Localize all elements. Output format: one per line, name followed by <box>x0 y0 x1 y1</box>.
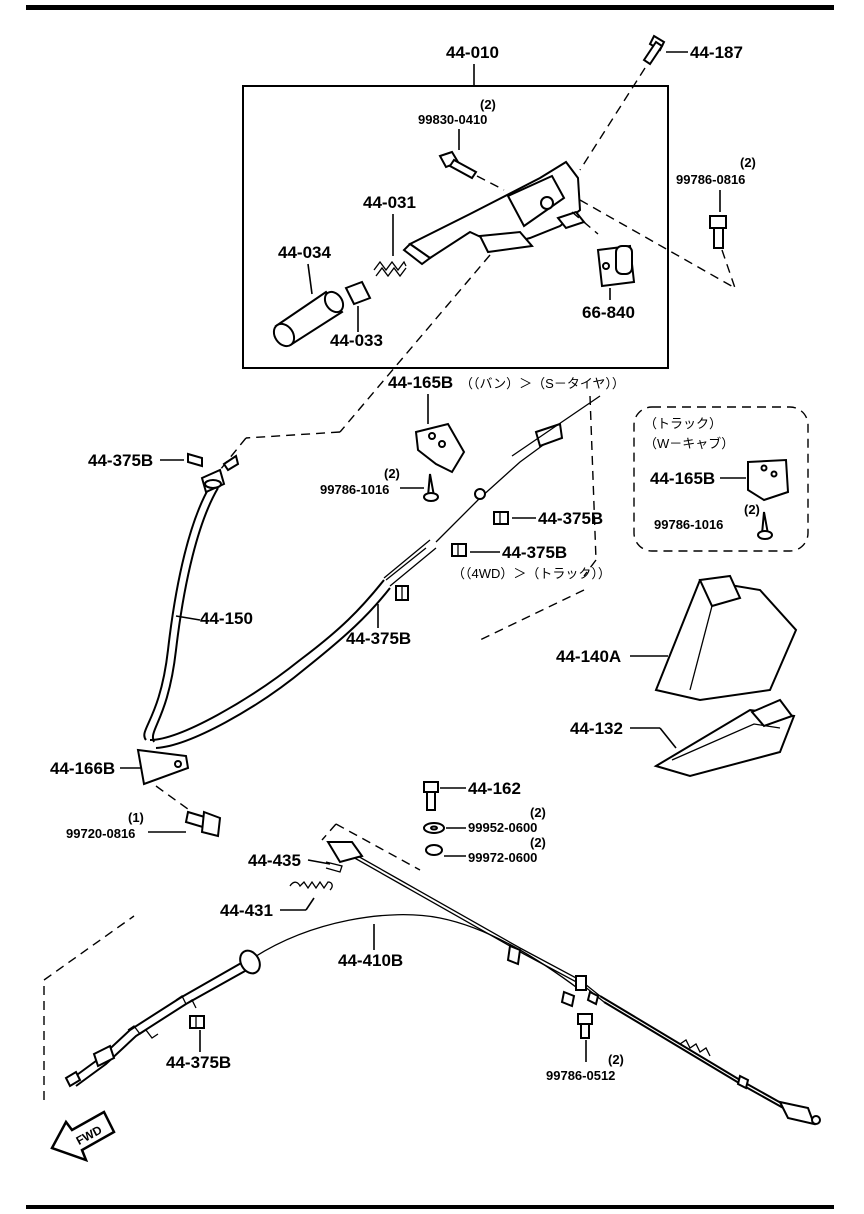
qty-99720-0816: (1) <box>128 810 144 825</box>
qty-truck-99786-1016: (2) <box>744 502 760 517</box>
label-44-187: 44-187 <box>690 43 743 62</box>
bracket-44-166b <box>136 748 190 786</box>
label-44-435: 44-435 <box>248 851 301 870</box>
bolt-44-187 <box>642 34 666 66</box>
label-44-140a: 44-140A <box>556 647 621 666</box>
screw-99830-0410 <box>438 150 478 180</box>
label-44-410b: 44-410B <box>338 951 403 970</box>
qty-99830-0410: (2) <box>480 97 496 112</box>
button-44-033 <box>344 280 372 306</box>
cover-44-132 <box>653 698 796 778</box>
label-99786-0816: 99786-0816 <box>676 172 745 187</box>
truck-bracket-44-165b <box>747 458 790 502</box>
label-44-375b-bottom: 44-375B <box>166 1053 231 1072</box>
lever-assembly-box <box>242 85 669 369</box>
label-44-375b-b: 44-375B <box>502 543 567 562</box>
label-44-375b-a: 44-375B <box>538 509 603 528</box>
note-44-165b: （（バン）＞（S－タイヤ）） <box>460 376 625 391</box>
label-66-840: 66-840 <box>582 303 635 322</box>
clip-44-375b-b <box>451 543 467 557</box>
label-44-165b: 44-165B <box>388 373 453 392</box>
label-44-431: 44-431 <box>220 901 273 920</box>
screw-99786-1016 <box>423 473 439 502</box>
truck-note-2: （W－キャブ） <box>644 436 734 451</box>
label-99972-0600: 99972-0600 <box>468 850 537 865</box>
label-44-166b: 44-166B <box>50 759 115 778</box>
bolt-99720-0816 <box>184 810 222 838</box>
label-99786-0512: 99786-0512 <box>546 1068 615 1083</box>
label-44-033: 44-033 <box>330 331 383 350</box>
bottom-border <box>26 1205 834 1209</box>
washer-99972-0600 <box>425 844 443 856</box>
qty-99786-1016: (2) <box>384 466 400 481</box>
pin-44-162 <box>423 781 439 811</box>
label-44-132: 44-132 <box>570 719 623 738</box>
qty-99786-0512: (2) <box>608 1052 624 1067</box>
clip-44-375b-bottom <box>189 1015 205 1029</box>
truck-screw-99786-1016 <box>757 511 773 540</box>
label-truck-99786-1016: 99786-1016 <box>654 517 723 532</box>
label-99830-0410: 99830-0410 <box>418 112 487 127</box>
label-99720-0816: 99720-0816 <box>66 826 135 841</box>
grip-44-034 <box>272 290 345 348</box>
label-44-010: 44-010 <box>446 43 499 62</box>
label-44-150: 44-150 <box>200 609 253 628</box>
clip-44-375b-left <box>187 452 203 468</box>
clip-44-375b-a <box>493 511 509 525</box>
qty-99952-0600: (2) <box>530 805 546 820</box>
label-44-031: 44-031 <box>363 193 416 212</box>
label-99952-0600: 99952-0600 <box>468 820 537 835</box>
top-border <box>26 5 834 10</box>
front-cable-44-150 <box>143 395 601 749</box>
qty-99786-0816: (2) <box>740 155 756 170</box>
truck-variant-box <box>633 406 809 552</box>
spring-44-431 <box>289 880 333 891</box>
bolt-99786-0512 <box>577 1013 593 1039</box>
bolt-99786-0816 <box>709 215 727 249</box>
label-99786-1016: 99786-1016 <box>320 482 389 497</box>
boot-44-140a <box>654 574 798 702</box>
clip-44-435 <box>325 861 343 873</box>
label-truck-44-165b: 44-165B <box>650 469 715 488</box>
label-44-375b-c: 44-375B <box>346 629 411 648</box>
parking-lever <box>402 160 586 266</box>
bracket-44-165b <box>414 422 466 474</box>
note-44-375b-b: （（4WD）＞（トラック）） <box>452 566 611 581</box>
clip-44-375b-c <box>395 585 409 601</box>
truck-note-1: （トラック） <box>644 416 722 431</box>
label-44-375b-left: 44-375B <box>88 451 153 470</box>
washer-99952-0600 <box>423 822 445 834</box>
label-44-162: 44-162 <box>468 779 521 798</box>
rear-cable-44-410b <box>64 841 821 1126</box>
fwd-arrow-icon: FWD <box>50 1110 116 1163</box>
qty-99972-0600: (2) <box>530 835 546 850</box>
label-44-034: 44-034 <box>278 243 331 262</box>
spring-44-031 <box>373 260 407 278</box>
switch-66-840 <box>596 244 636 288</box>
